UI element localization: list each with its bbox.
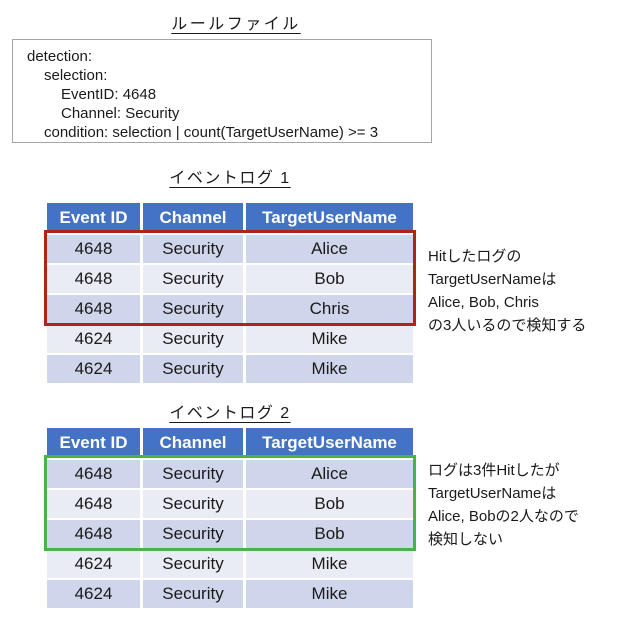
table-row: 4624 Security Mike: [47, 353, 413, 383]
cell-channel: Security: [143, 323, 246, 353]
cell-username: Alice: [246, 458, 413, 488]
rule-line-detection: detection:: [27, 48, 93, 65]
annotation-line: Alice, Bob, Chris: [428, 294, 539, 311]
header-channel: Channel: [143, 428, 246, 458]
header-event-id: Event ID: [47, 428, 143, 458]
cell-event-id: 4624: [47, 578, 143, 608]
rule-line-selection: selection:: [44, 67, 108, 84]
rule-file-title: ルールファイル: [171, 16, 301, 33]
cell-event-id: 4624: [47, 353, 143, 383]
table-row: 4624 Security Mike: [47, 578, 413, 608]
annotation-line: Alice, Bobの2人なので: [428, 508, 579, 525]
cell-event-id: 4624: [47, 323, 143, 353]
cell-event-id: 4648: [47, 488, 143, 518]
rule-line-condition: condition: selection | count(TargetUserN…: [44, 124, 379, 141]
cell-channel: Security: [143, 263, 246, 293]
cell-channel: Security: [143, 458, 246, 488]
cell-event-id: 4648: [47, 458, 143, 488]
table-header-row: Event ID Channel TargetUserName: [47, 428, 413, 458]
rule-file-box: detection: selection: EventID: 4648 Chan…: [12, 39, 432, 143]
cell-event-id: 4624: [47, 548, 143, 578]
table-row: 4648 Security Alice: [47, 458, 413, 488]
event-log-2-annotation: ログは3件Hitしたが TargetUserNameは Alice, Bobの2…: [428, 459, 642, 551]
cell-channel: Security: [143, 233, 246, 263]
event-log-1-table: Event ID Channel TargetUserName 4648 Sec…: [47, 203, 413, 383]
annotation-line: 検知しない: [428, 531, 504, 548]
event-log-1-title: イベントログ 1: [169, 170, 291, 187]
cell-username: Bob: [246, 518, 413, 548]
cell-channel: Security: [143, 518, 246, 548]
cell-channel: Security: [143, 353, 246, 383]
table-row: 4648 Security Alice: [47, 233, 413, 263]
event-log-2-table: Event ID Channel TargetUserName 4648 Sec…: [47, 428, 413, 608]
rule-line-eventid: EventID: 4648: [61, 86, 157, 103]
event-log-2-title: イベントログ 2: [169, 405, 291, 422]
event-log-1-annotation: Hitしたログの TargetUserNameは Alice, Bob, Chr…: [428, 245, 642, 337]
cell-event-id: 4648: [47, 263, 143, 293]
annotation-line: TargetUserNameは: [428, 485, 557, 502]
cell-username: Chris: [246, 293, 413, 323]
cell-channel: Security: [143, 548, 246, 578]
header-targetusername: TargetUserName: [246, 428, 413, 458]
table-row: 4648 Security Bob: [47, 263, 413, 293]
annotation-line: Hitしたログの: [428, 248, 522, 265]
cell-username: Mike: [246, 323, 413, 353]
table-row: 4648 Security Bob: [47, 518, 413, 548]
header-channel: Channel: [143, 203, 246, 233]
table-row: 4624 Security Mike: [47, 323, 413, 353]
rule-line-channel: Channel: Security: [61, 105, 180, 122]
cell-channel: Security: [143, 293, 246, 323]
table-row: 4648 Security Bob: [47, 488, 413, 518]
header-event-id: Event ID: [47, 203, 143, 233]
cell-username: Mike: [246, 578, 413, 608]
table-row: 4624 Security Mike: [47, 548, 413, 578]
cell-channel: Security: [143, 488, 246, 518]
cell-username: Bob: [246, 263, 413, 293]
cell-channel: Security: [143, 578, 246, 608]
annotation-line: ログは3件Hitしたが: [428, 462, 560, 479]
table-row: 4648 Security Chris: [47, 293, 413, 323]
header-targetusername: TargetUserName: [246, 203, 413, 233]
cell-username: Mike: [246, 353, 413, 383]
table-header-row: Event ID Channel TargetUserName: [47, 203, 413, 233]
cell-username: Mike: [246, 548, 413, 578]
cell-username: Bob: [246, 488, 413, 518]
cell-event-id: 4648: [47, 293, 143, 323]
cell-username: Alice: [246, 233, 413, 263]
annotation-line: の3人いるので検知する: [428, 317, 587, 334]
cell-event-id: 4648: [47, 518, 143, 548]
annotation-line: TargetUserNameは: [428, 271, 557, 288]
cell-event-id: 4648: [47, 233, 143, 263]
